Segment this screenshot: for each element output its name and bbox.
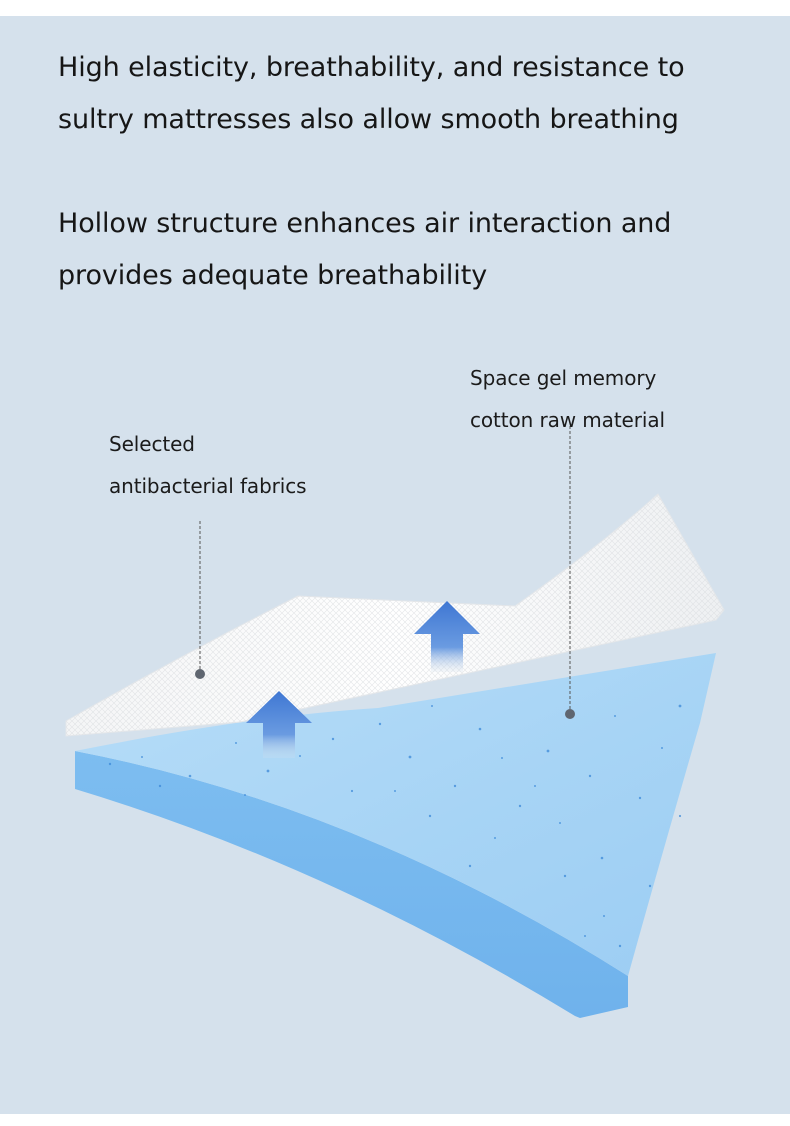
fabric-callout-dot (195, 669, 205, 679)
mattress-layers-illustration (65, 426, 725, 1018)
gel-label-line-2: cotton raw material (470, 408, 665, 432)
fabric-label-line-1: Selected (109, 432, 195, 456)
gel-label: Space gel memory cotton raw material (470, 357, 730, 441)
fabric-label: Selected antibacterial fabrics (109, 423, 369, 507)
foam-layer-top (75, 653, 716, 976)
feature-headline-hollow-structure: Hollow structure enhances air interactio… (58, 198, 738, 302)
headline-line-2: sultry mattresses also allow smooth brea… (58, 104, 679, 135)
upward-arrow-icon (414, 601, 480, 672)
product-detail-panel: High elasticity, breathability, and resi… (0, 16, 790, 1114)
feature-headline-elasticity: High elasticity, breathability, and resi… (58, 42, 738, 146)
gel-label-line-1: Space gel memory (470, 366, 657, 390)
foam-layer-side (75, 751, 628, 1018)
gel-particles (108, 704, 682, 948)
headline-line-1: High elasticity, breathability, and resi… (58, 52, 685, 83)
headline-line-4: provides adequate breathability (58, 260, 488, 291)
fabric-mesh-texture (66, 494, 724, 736)
fabric-label-line-2: antibacterial fabrics (109, 474, 307, 498)
headline-line-3: Hollow structure enhances air interactio… (58, 208, 672, 239)
upward-arrow-icon (246, 691, 312, 758)
gel-callout-dot (565, 709, 575, 719)
